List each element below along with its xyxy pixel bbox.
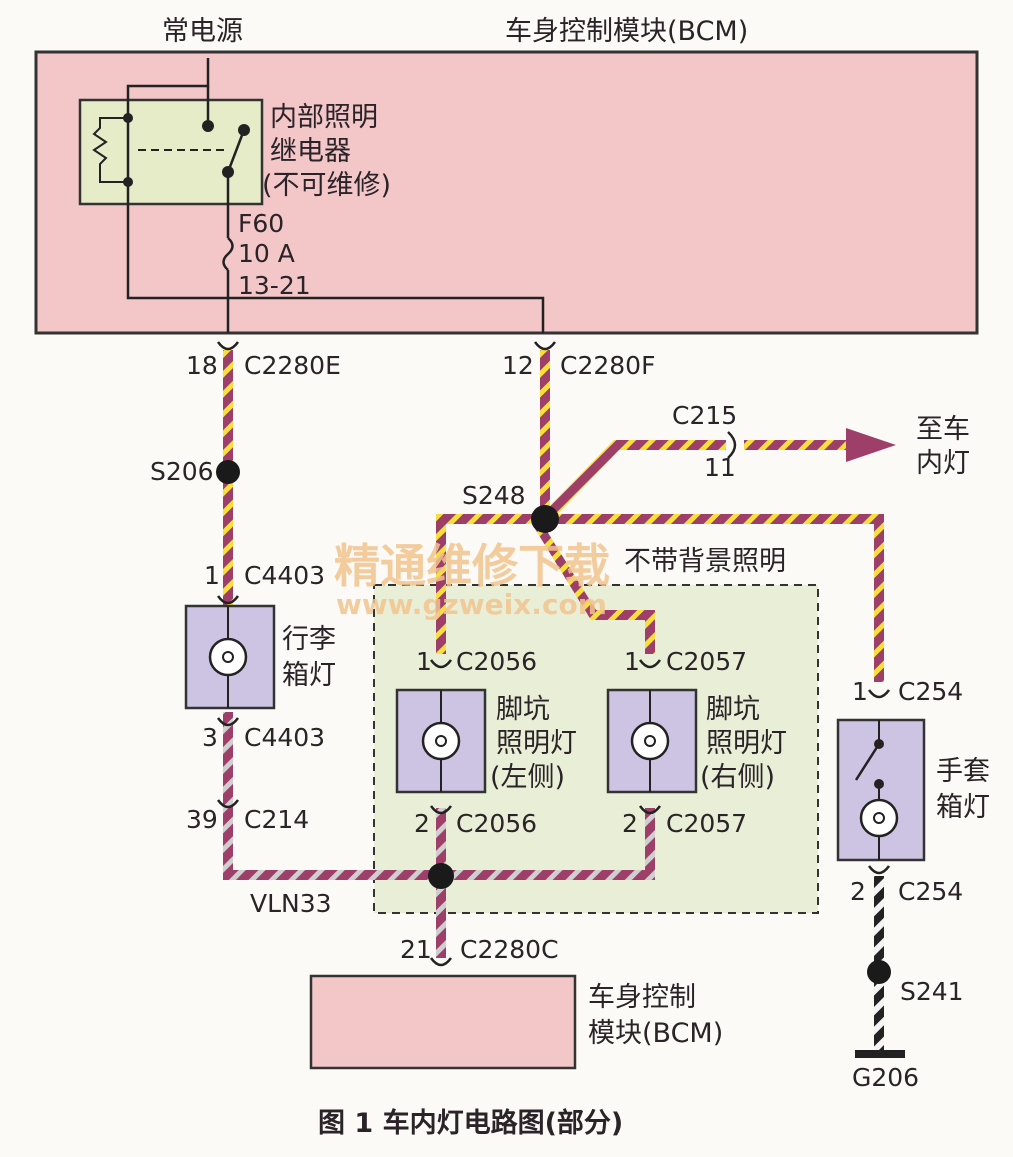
ground-bar [855,1050,905,1058]
label-fuse-id: F60 [238,209,284,238]
label-foot-right-3: (右侧) [700,762,775,793]
label-pin-2b: 2 [622,809,638,838]
label-pin-39: 39 [186,805,218,834]
wire-left-foot-up [436,514,446,654]
label-fuse-rating: 10 A [238,239,295,268]
wire-c215-out [744,440,848,450]
wire-12 [540,350,550,520]
label-c2056-top: C2056 [456,647,537,676]
label-trunk-1: 行李 [282,624,336,655]
label-glove-2: 箱灯 [936,792,990,823]
label-c214: C214 [244,805,309,834]
label-pin-18: 18 [186,351,218,380]
label-glove-1: 手套 [936,756,990,787]
trunk-lamp [184,604,276,710]
footwell-lamp-right [606,688,698,794]
label-foot-left-2: 照明灯 [496,728,577,759]
label-to-dome-1: 至车 [916,414,970,445]
label-pin-2a: 2 [414,809,430,838]
wire-right-foot-down [645,808,655,880]
footwell-lamp-left [395,688,487,794]
wire-s248-right [436,514,884,524]
wire-to-c215 [540,440,726,522]
label-c2280c: C2280C [460,935,559,964]
label-c2280f: C2280F [560,351,655,380]
label-c4403-bot: C4403 [244,723,325,752]
label-pin-11: 11 [704,453,736,482]
label-pin-3: 3 [202,723,218,752]
label-c2280e: C2280E [244,351,341,380]
label-foot-right-2: 照明灯 [706,728,787,759]
label-relay-1: 内部照明 [270,102,378,133]
label-fuse-loc: 13-21 [238,271,311,300]
label-foot-left-3: (左侧) [490,762,565,793]
wire-right-foot-up [645,610,655,654]
label-vln33: VLN33 [250,889,332,918]
splice-s206-dot [216,460,240,484]
label-pin-21: 21 [400,935,432,964]
label-power-source: 常电源 [162,16,243,47]
wire-left-foot-down [436,808,446,880]
label-s206: S206 [150,457,214,486]
wire-bcm-c [436,880,446,958]
label-pin-12: 12 [502,351,534,380]
label-s248: S248 [462,481,526,510]
arrow-to-dome [846,428,896,462]
label-to-dome-2: 内灯 [916,448,970,479]
label-trunk-2: 箱灯 [282,660,336,691]
label-relay-3: (不可维修) [262,170,391,201]
bcm-lower-box [309,974,577,1070]
label-no-backlight: 不带背景照明 [624,546,786,577]
label-c254-bot: C254 [898,877,963,906]
splice-s241-dot [867,960,891,984]
connector-marks [216,341,891,967]
wire-glove-up [874,514,884,682]
watermark-title: 精通维修下载 [334,539,610,593]
label-bcm2-2: 模块(BCM) [588,1018,723,1049]
label-c4403-top: C4403 [244,561,325,590]
relay-contacts [123,113,250,187]
watermark-url: www.gzweix.com [336,588,607,621]
figure-caption: 图 1 车内灯电路图(部分) [318,1107,623,1139]
label-pin-1b: 1 [416,647,432,676]
label-bcm2-1: 车身控制 [588,982,696,1013]
label-c2056-bot: C2056 [456,809,537,838]
label-foot-right-1: 脚坑 [706,694,760,725]
label-c254-top: C254 [898,677,963,706]
label-pin-1a: 1 [204,561,220,590]
label-bcm-title: 车身控制模块(BCM) [505,16,748,47]
bcm-internal-wiring [92,58,545,333]
splice-dots [216,460,891,984]
splice-s248-dot [531,505,559,533]
glove-box-lamp [836,718,926,862]
label-c2057-bot: C2057 [666,809,747,838]
label-pin-1d: 1 [852,677,868,706]
splice-vln33-dot [428,863,454,889]
label-pin-1c: 1 [624,647,640,676]
label-pin-2c: 2 [850,877,866,906]
label-s241: S241 [900,977,964,1006]
label-relay-2: 继电器 [270,136,351,167]
label-foot-left-1: 脚坑 [496,694,550,725]
label-c215: C215 [672,401,737,430]
label-g206: G206 [852,1063,919,1092]
wire-trunk-ground [223,712,233,880]
label-c2057-top: C2057 [666,647,747,676]
